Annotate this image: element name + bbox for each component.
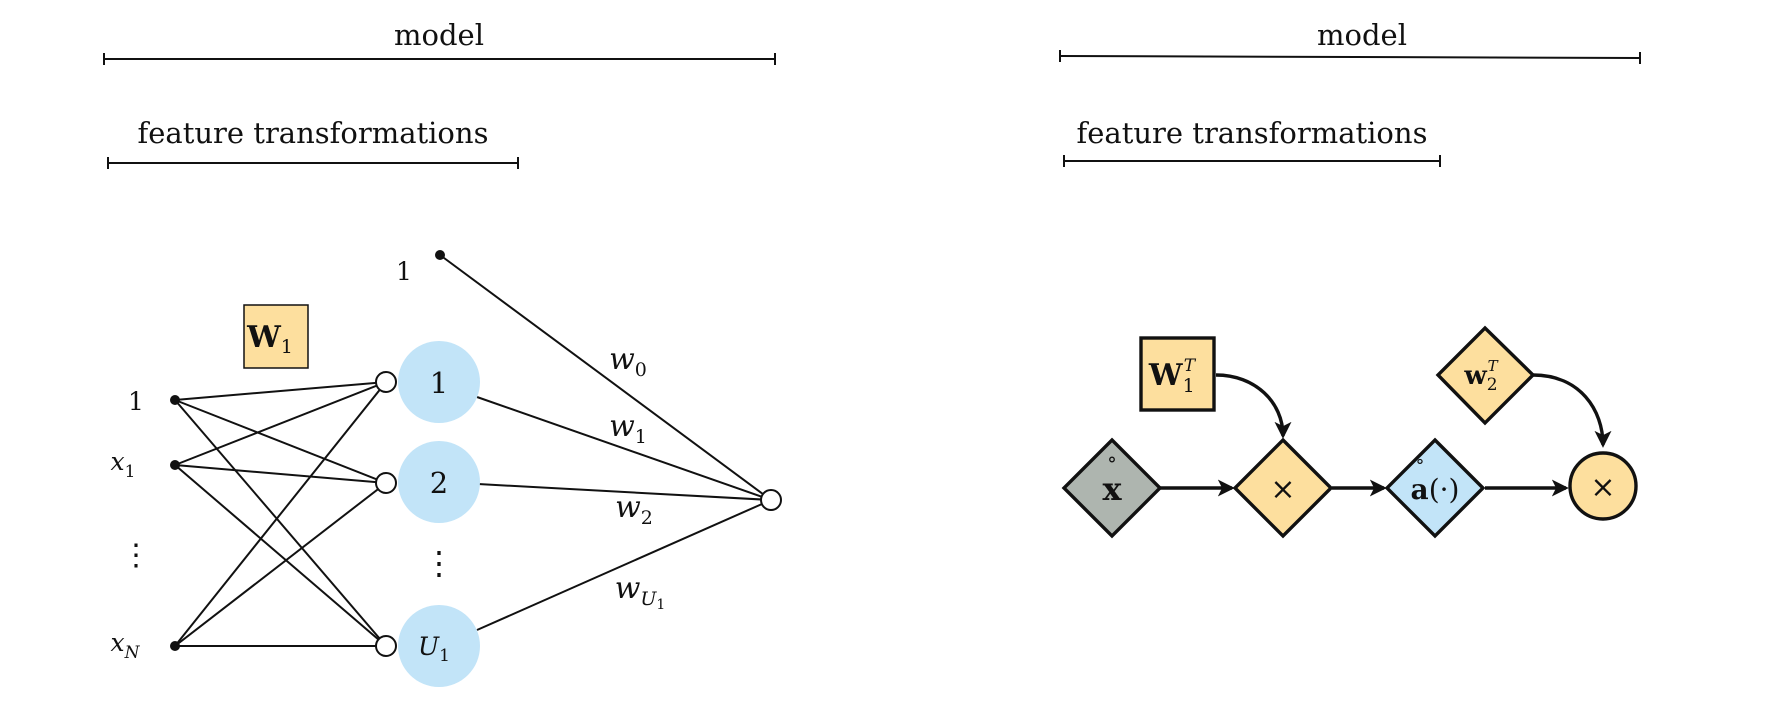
left-model-label: model [394,18,484,52]
weight-matrix-label: W1 [246,320,293,358]
hidden-ellipsis: ⋮ [423,544,455,582]
weight-w0-label: w0 [609,342,647,381]
multiply-node-2: × [1568,451,1638,521]
hidden-unit-2: 2 [375,441,480,523]
left-model-bracket: model [103,18,776,65]
activation-node: ˚ a(·) [1384,437,1486,539]
input-node-x1 [170,460,180,470]
w2T-node: w2T [1435,325,1536,426]
hidden-bias-label: 1 [396,257,412,286]
left-feature-label: feature transformations [138,116,489,150]
W1T-label: W1T [1148,356,1197,397]
output-node [760,489,782,511]
hidden-unit-2-label: 2 [430,466,448,500]
hidden-unit-1-label: 1 [430,366,448,400]
multiply-1-symbol: × [1270,472,1295,507]
right-model-label: model [1317,18,1407,52]
multiply-2-symbol: × [1590,470,1615,505]
arrow-W1T-to-mult1 [1215,373,1292,439]
multiply-node-1: × [1232,437,1334,539]
hidden-bias-node [435,250,445,260]
input-node-xN [170,641,180,651]
input-x1-label: x1 [111,447,136,482]
weight-w2-label: w2 [615,490,653,529]
right-feature-label: feature transformations [1077,116,1428,150]
input-hidden-edges [174,381,387,647]
weight-matrix-box: W1 [243,304,309,369]
right-model-bracket: model [1059,18,1641,64]
input-bias-label: 1 [128,387,144,416]
hidden-unit-1: 1 [375,341,480,423]
weight-wU1-label: wU1 [615,571,666,613]
hidden-unit-U1: U1 [375,605,480,687]
input-x-node: ˚ x [1061,437,1163,539]
w2T-label: w2T [1463,357,1498,395]
left-feature-bracket: feature transformations [107,116,519,169]
input-node-bias [170,395,180,405]
right-feature-bracket: feature transformations [1063,116,1441,167]
arrow-w2T-to-mult2 [1532,373,1612,448]
x-ring-mark: ˚ [1107,455,1118,482]
input-xN-label: xN [111,628,141,663]
hidden-output-edges [439,254,772,631]
right-compute-graph: model feature transformations ˚ x W1T [1059,18,1641,539]
activation-label: a(·) [1411,473,1460,506]
x-node-label: x [1102,470,1122,508]
a-ring-mark: ˚ [1415,457,1425,481]
weight-w1-label: w1 [609,409,647,448]
input-ellipsis: ⋮ [121,538,151,573]
W1T-node: W1T [1139,336,1216,412]
left-network-diagram: model feature transformations [103,18,782,687]
hidden-unit-U1-label: U1 [418,632,450,666]
